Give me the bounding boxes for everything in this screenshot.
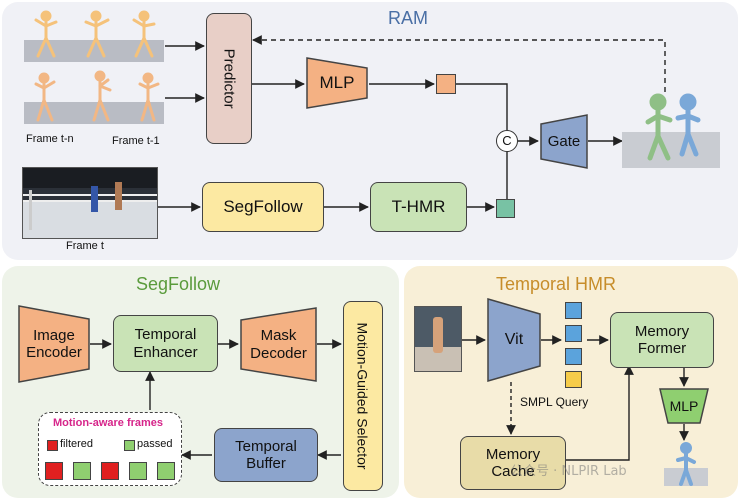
smpl-query-label: SMPL Query [520, 395, 589, 409]
arrow-cache-former [566, 365, 634, 461]
concat-label: C [502, 132, 512, 148]
segfollow-title: SegFollow [136, 274, 221, 294]
mask-decoder-block: Mask Decoder [240, 307, 317, 382]
ram-mlp-label: MLP [319, 73, 355, 93]
thmr-block: T-HMR [370, 182, 467, 232]
memory-cache-block: Memory Cache [460, 436, 566, 490]
thmr-output-token [496, 199, 515, 218]
vit-block: Vit [487, 298, 541, 382]
vit-label: Vit [504, 330, 524, 348]
ground-plane [24, 40, 164, 62]
frame-square-passed [129, 462, 147, 480]
frame-square-passed [157, 462, 175, 480]
crowd-area [23, 168, 157, 188]
ring-rope [23, 194, 157, 196]
ground-plane [24, 102, 164, 124]
motion-aware-title: Motion-aware frames [53, 417, 164, 429]
image-encoder-block: Image Encoder [18, 305, 90, 383]
temporal-buffer-label: Temporal Buffer [235, 437, 297, 472]
ring-floor [23, 202, 157, 238]
boxer-red [115, 182, 122, 210]
gate-block: Gate [540, 114, 588, 169]
ground-plane [622, 132, 720, 168]
thmr-block-label: T-HMR [391, 197, 446, 217]
memory-former-label: Memory Former [634, 322, 690, 357]
legend-filtered-swatch [47, 440, 58, 451]
output-figures-icon [645, 93, 701, 161]
temporal-enhancer-block: Temporal Enhancer [113, 315, 218, 372]
arrow-feedback [252, 35, 666, 92]
ground-plane [664, 468, 708, 486]
watermark: 公众号 · NLPIR Lab [510, 464, 627, 479]
memory-former-block: Memory Former [610, 312, 714, 368]
ram-mlp-block: MLP [306, 57, 368, 109]
ring-rope [23, 200, 157, 202]
boxer-blue [91, 186, 98, 212]
vit-shape [487, 298, 541, 382]
frame-square-filtered [45, 462, 63, 480]
temporal-buffer-block: Temporal Buffer [214, 428, 318, 482]
gate-shape [540, 114, 588, 169]
segfollow-block: SegFollow [202, 182, 324, 232]
frame-square-filtered [101, 462, 119, 480]
image-encoder-label: Image Encoder [26, 326, 82, 361]
legend-passed-label: passed [137, 438, 173, 450]
frame-t1-image [24, 68, 164, 126]
line-token-concat [456, 83, 508, 130]
ram-output-image [622, 92, 720, 170]
frame-square-passed [73, 462, 91, 480]
query-token [565, 302, 582, 319]
figure-person-icon [34, 10, 156, 58]
frame-tn-image [24, 6, 164, 64]
thmr-mlp-label: MLP [669, 397, 699, 414]
mlp-shape [306, 57, 368, 109]
frame-t1-label: Frame t-1 [112, 135, 160, 147]
figure-person-icon [34, 70, 160, 122]
smpl-query-token [565, 371, 582, 388]
output-figure-icon [676, 442, 696, 486]
motion-guided-selector-label: Motion-Guided Selector [355, 322, 372, 470]
motion-guided-selector-block: Motion-Guided Selector [343, 301, 383, 491]
ring-post [29, 190, 32, 230]
mask-decoder-label: Mask Decoder [250, 327, 307, 362]
memory-cache-label: Memory Cache [485, 445, 541, 480]
thmr-output-image [664, 442, 708, 488]
thmr-title: Temporal HMR [496, 274, 617, 294]
encoder-shape [18, 305, 90, 383]
predictor-block: Predictor [206, 13, 252, 144]
thmr-mlp-block: MLP [659, 388, 709, 424]
frame-t-label: Frame t [66, 240, 104, 252]
motion-aware-frames-box: Motion-aware frames filtered passed [38, 412, 182, 486]
mlp-shape [659, 388, 709, 424]
legend-filtered-label: filtered [60, 438, 94, 450]
person [433, 317, 443, 353]
segfollow-block-label: SegFollow [223, 197, 303, 217]
frame-t-image [22, 167, 158, 239]
mlp-output-token [436, 74, 456, 94]
frame-tn-label: Frame t-n [26, 133, 74, 145]
concat-operator: C [496, 130, 518, 152]
query-token [565, 325, 582, 342]
ram-title: RAM [388, 8, 428, 28]
thmr-input-image [414, 306, 462, 372]
gate-label: Gate [547, 132, 581, 150]
legend-passed-swatch [124, 440, 135, 451]
temporal-enhancer-label: Temporal Enhancer [133, 326, 198, 361]
decoder-shape [240, 307, 317, 382]
predictor-label: Predictor [220, 48, 238, 109]
query-token [565, 348, 582, 365]
